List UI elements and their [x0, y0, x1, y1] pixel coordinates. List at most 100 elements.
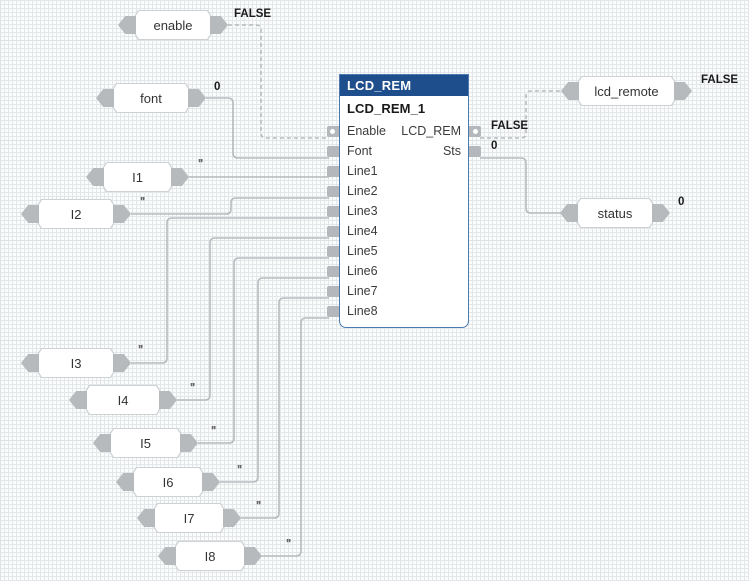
pin-label-Enable: Enable: [347, 124, 386, 138]
value-I7: '': [256, 498, 261, 513]
pin-connector-Line8[interactable]: [327, 306, 339, 317]
variable-status[interactable]: status: [560, 198, 670, 228]
variable-enable[interactable]: enable: [118, 10, 228, 40]
pin-row-enable: Enable LCD_REM: [327, 122, 481, 142]
variable-font-body: [108, 84, 194, 112]
variable-I2[interactable]: I2: [21, 199, 131, 229]
variable-I5-right-connector[interactable]: [180, 434, 198, 452]
variable-I8-right-connector[interactable]: [244, 547, 262, 565]
variable-lcd_remote-body: [573, 77, 680, 105]
wire-LCDREM-to-lcd_remote: [480, 90, 563, 139]
pin-connector-Enable[interactable]: [327, 126, 339, 137]
variable-status-label: status: [597, 205, 633, 221]
variable-I6-label: I6: [162, 474, 174, 490]
variable-enable-body: [130, 11, 216, 39]
pin-label-Line3: Line3: [347, 204, 378, 218]
pin-label-Line7: Line7: [347, 284, 378, 298]
pin-row-line5: Line5: [327, 242, 468, 262]
variable-I4-left-connector[interactable]: [69, 391, 87, 409]
value-output-LCD_REM: FALSE: [491, 120, 529, 132]
variable-lcd_remote-right-connector[interactable]: [674, 82, 692, 100]
variable-font-label: font: [140, 90, 162, 106]
variable-I8-left-connector[interactable]: [158, 547, 176, 565]
variable-I5[interactable]: I5: [93, 428, 198, 458]
pin-connector-Line6[interactable]: [327, 266, 339, 277]
wire-I7-to-Line7: [241, 297, 329, 519]
pin-connector-Line1[interactable]: [327, 166, 339, 177]
variable-I6-right-connector[interactable]: [202, 473, 220, 491]
function-block-lcd-rem[interactable]: LCD_REM LCD_REM_1 Enable LCD_REM Font St…: [327, 74, 481, 328]
variable-I5-left-connector[interactable]: [93, 434, 111, 452]
function-block-pins: Enable LCD_REM Font Sts Line1 Line2 Line…: [327, 122, 481, 322]
variable-I3-label: I3: [70, 355, 82, 371]
variable-status-body: [572, 199, 658, 227]
value-status: 0: [678, 196, 685, 208]
variable-I3-right-connector[interactable]: [113, 354, 131, 372]
value-I8: '': [286, 536, 291, 551]
variable-enable-right-connector[interactable]: [210, 16, 228, 34]
value-lcd_remote: FALSE: [701, 74, 739, 86]
variable-I7[interactable]: I7: [137, 503, 241, 533]
variable-I3[interactable]: I3: [21, 348, 131, 378]
variable-I6[interactable]: I6: [116, 467, 220, 497]
pin-row-line1: Line1: [327, 162, 468, 182]
value-enable: FALSE: [234, 8, 272, 20]
pin-connector-Line2[interactable]: [327, 186, 339, 197]
variable-I8-label: I8: [204, 548, 216, 564]
variable-I5-label: I5: [140, 435, 151, 451]
value-I3: '': [138, 342, 143, 357]
pin-label-Line6: Line6: [347, 264, 378, 278]
variable-font-right-connector[interactable]: [188, 89, 206, 107]
variable-lcd_remote-left-connector[interactable]: [561, 82, 579, 100]
value-I2: '': [140, 194, 145, 209]
pin-label-Line4: Line4: [347, 224, 378, 238]
pin-label-Sts: Sts: [442, 144, 461, 158]
variable-lcd_remote-label: lcd_remote: [594, 83, 659, 99]
pin-connector-Line3[interactable]: [327, 206, 339, 217]
variable-I7-label: I7: [183, 510, 195, 526]
pin-connector-Font[interactable]: [327, 146, 339, 157]
variable-I8[interactable]: I8: [158, 541, 262, 571]
variable-I1[interactable]: I1: [86, 162, 189, 192]
variable-I4[interactable]: I4: [69, 385, 177, 415]
variable-I4-body: [81, 386, 165, 414]
pin-connector-Sts[interactable]: [469, 146, 481, 157]
variable-I3-body: [33, 349, 119, 377]
variable-I3-left-connector[interactable]: [21, 354, 39, 372]
variable-font[interactable]: font: [96, 83, 206, 113]
variable-lcd_remote[interactable]: lcd_remote: [561, 76, 692, 106]
variable-I2-label: I2: [70, 206, 82, 222]
variable-status-left-connector[interactable]: [560, 204, 578, 222]
pin-row-line6: Line6: [327, 262, 468, 282]
variable-I2-right-connector[interactable]: [113, 205, 131, 223]
variable-I4-label: I4: [117, 392, 129, 408]
pin-label-Line2: Line2: [347, 184, 378, 198]
value-output-Sts: 0: [491, 140, 498, 152]
variable-I6-left-connector[interactable]: [116, 473, 134, 491]
variable-I1-left-connector[interactable]: [86, 168, 104, 186]
variable-I5-body: [105, 429, 186, 457]
pin-label-Font: Font: [347, 144, 373, 158]
variable-I7-left-connector[interactable]: [137, 509, 155, 527]
variable-I1-body: [98, 163, 177, 191]
variable-enable-left-connector[interactable]: [118, 16, 136, 34]
wire-I5-to-Line5: [198, 257, 329, 444]
variable-I7-right-connector[interactable]: [223, 509, 241, 527]
wire-enable-to-Enable: [228, 24, 329, 139]
variable-status-right-connector[interactable]: [652, 204, 670, 222]
variable-I4-right-connector[interactable]: [159, 391, 177, 409]
pin-connector-Line5[interactable]: [327, 246, 339, 257]
variable-I8-body: [170, 542, 250, 570]
pin-connector-Line7[interactable]: [327, 286, 339, 297]
variable-I1-right-connector[interactable]: [171, 168, 189, 186]
pin-connector-LCD_REM[interactable]: [469, 126, 481, 137]
pin-connector-Line4[interactable]: [327, 226, 339, 237]
pin-row-line7: Line7: [327, 282, 468, 302]
variable-I2-left-connector[interactable]: [21, 205, 39, 223]
pin-row-line2: Line2: [327, 182, 468, 202]
variable-font-left-connector[interactable]: [96, 89, 114, 107]
variable-I6-body: [128, 468, 208, 496]
wire-I4-to-Line4: [177, 237, 329, 401]
pin-label-LCD_REM: LCD_REM: [401, 124, 461, 138]
